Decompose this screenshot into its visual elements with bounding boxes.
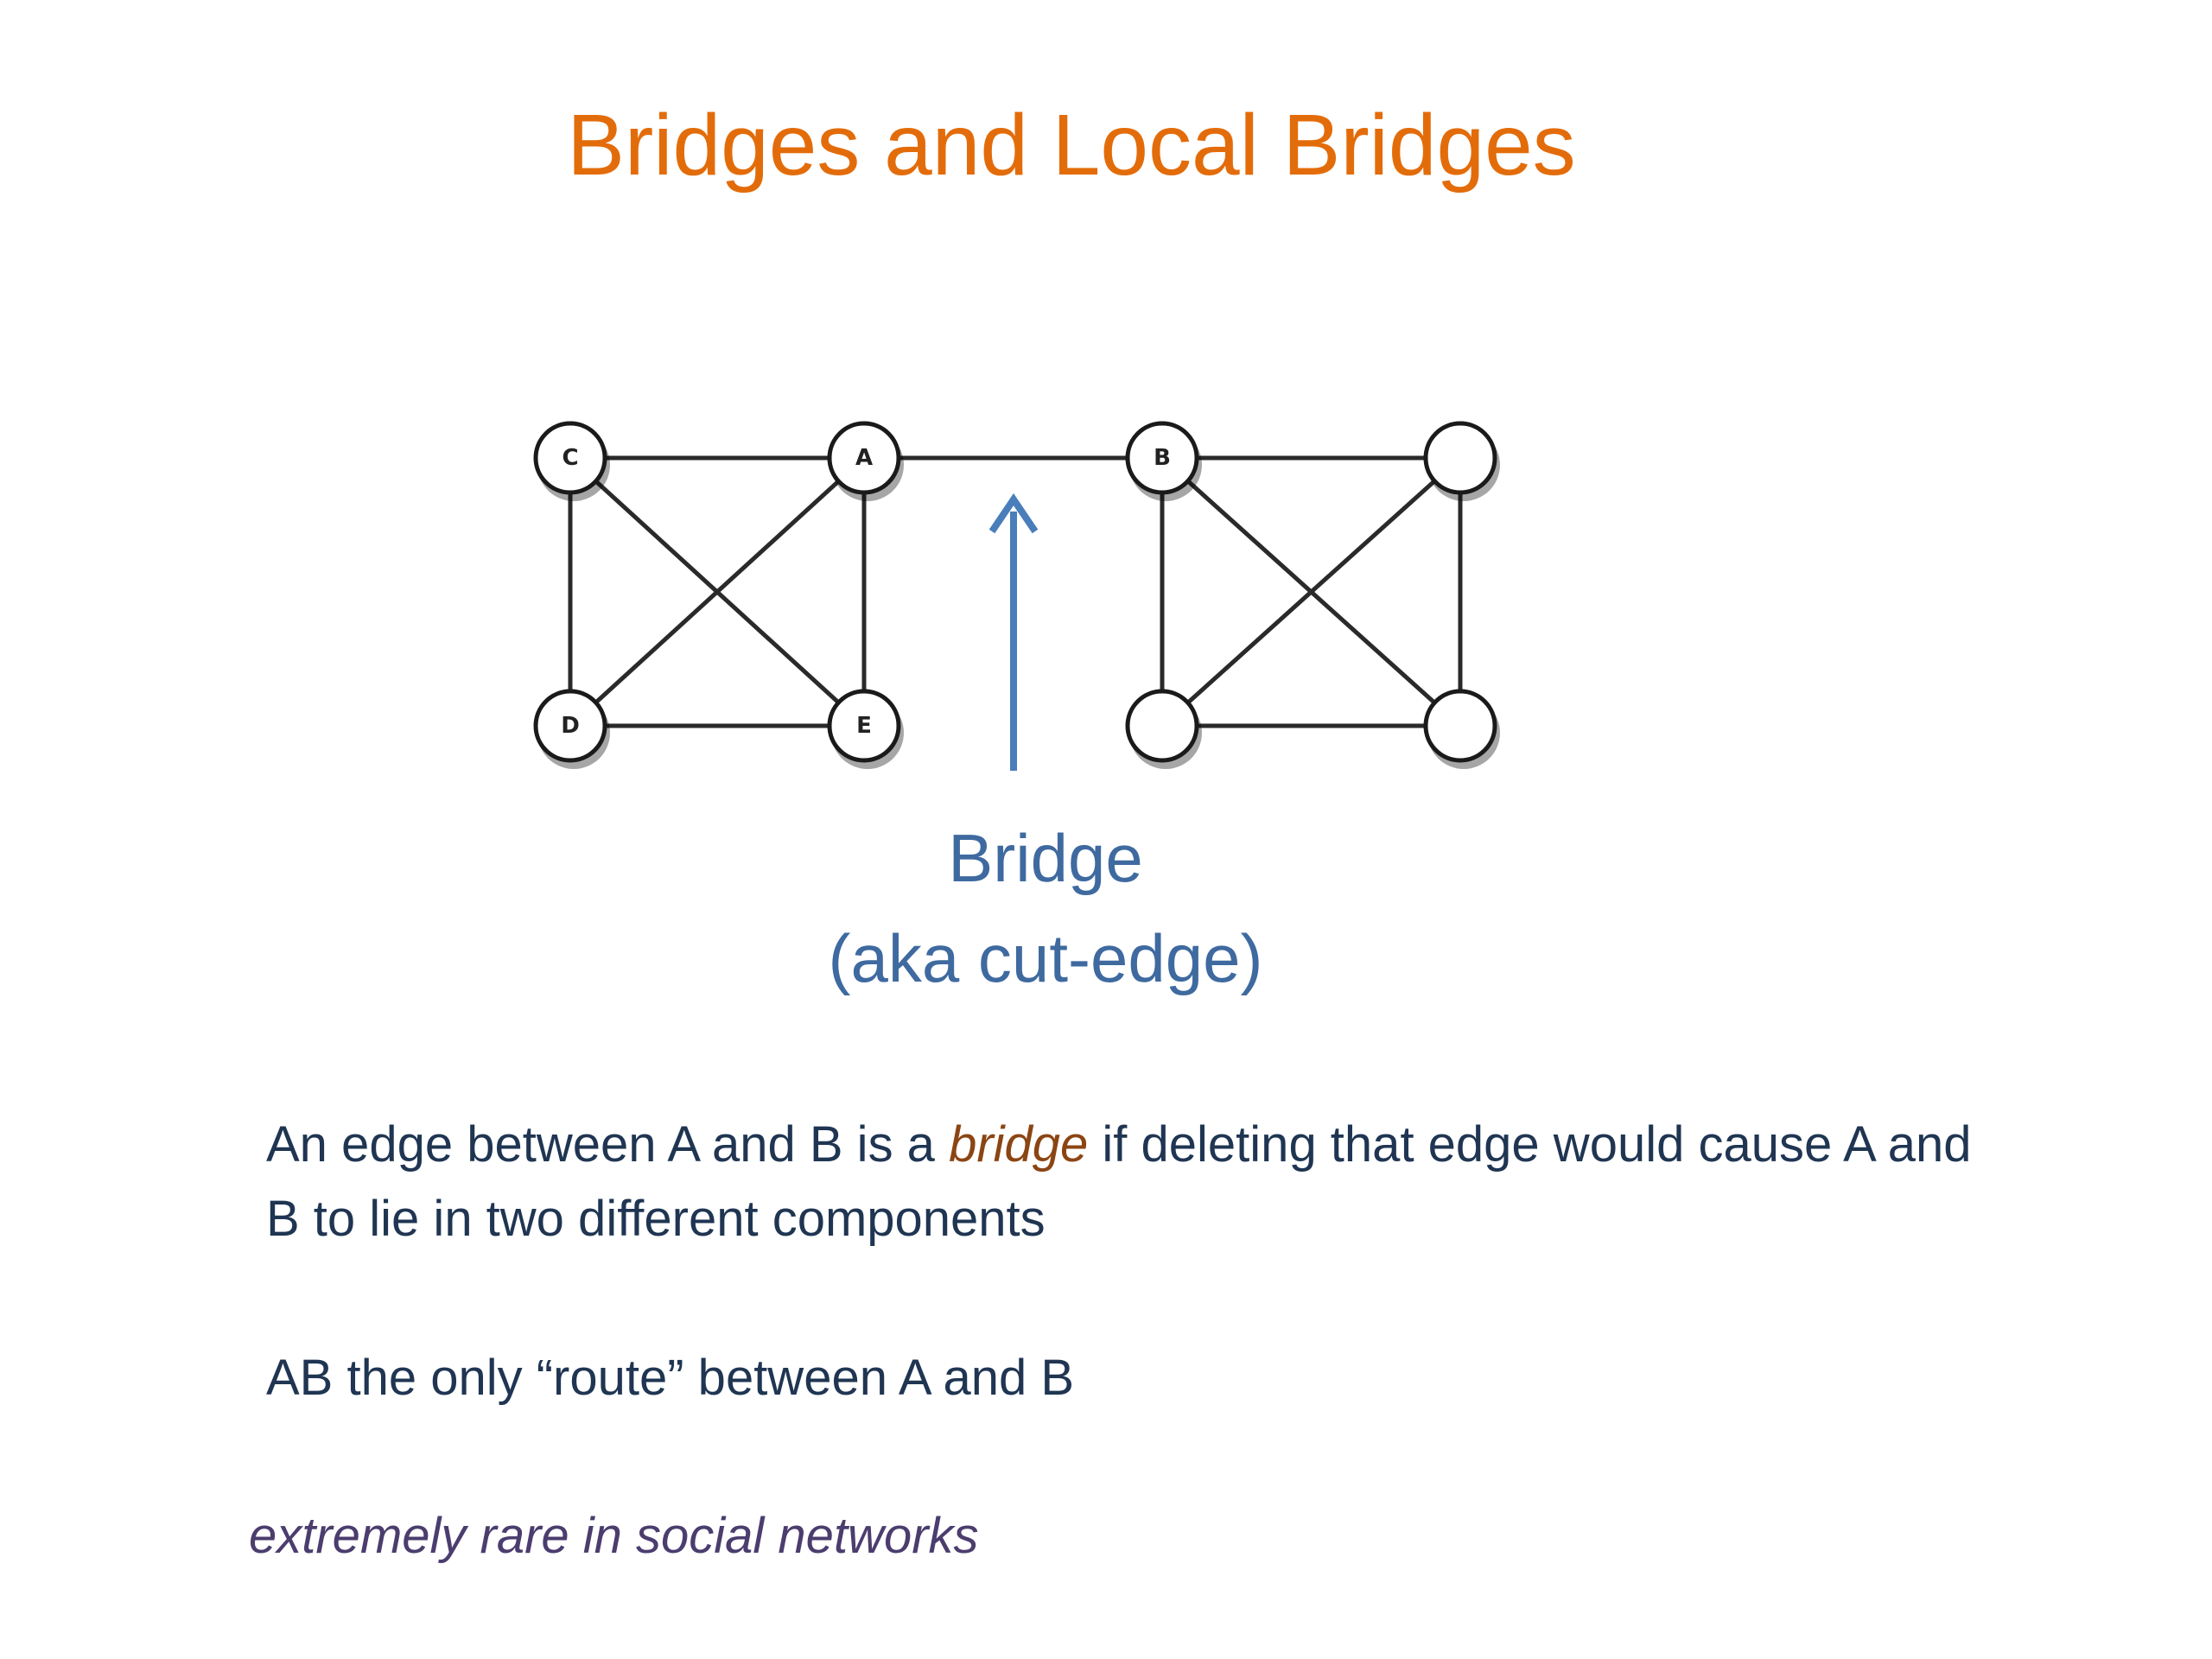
slide-title: Bridges and Local Bridges [567, 97, 1576, 194]
definition-text-start: An edge between A and B is a [266, 1116, 950, 1173]
node-label: B [1154, 445, 1171, 471]
node-B: B [1125, 421, 1202, 501]
rarity-note: extremely rare in social networks [249, 1508, 979, 1564]
node-label: C [562, 445, 578, 471]
node-label: A [855, 445, 873, 471]
node-circle [1125, 421, 1199, 495]
definition-text-end: if deleting that edge would cause A and … [266, 1116, 1972, 1247]
graph-edges [568, 455, 1463, 728]
node-circle [827, 421, 901, 495]
definition-emphasis: bridge [949, 1116, 1089, 1173]
node-circle [827, 689, 901, 763]
node-label: D [561, 713, 580, 739]
graph-nodes: C A D E B [533, 421, 1500, 769]
bridge-annotation: Bridge (aka cut-edge) [760, 808, 1331, 1008]
node-circle [1423, 689, 1497, 763]
node-D: D [533, 689, 610, 769]
node-circle [533, 689, 607, 763]
node-R1 [1423, 421, 1500, 501]
node-E: E [827, 689, 904, 769]
node-C: C [533, 421, 610, 501]
edge-R1-R2 [1160, 456, 1462, 728]
bridge-pointer-arrow [988, 493, 1039, 771]
arrow-head [988, 493, 1039, 534]
node-R2 [1125, 689, 1202, 769]
route-statement: AB the only “route” between A and B [266, 1350, 1075, 1406]
bridge-label: Bridge [948, 820, 1143, 896]
node-label: E [856, 713, 872, 739]
node-circle [533, 421, 607, 495]
node-R3 [1423, 689, 1500, 769]
node-circle [1125, 689, 1199, 763]
node-circle [1423, 421, 1497, 495]
edge-A-D [569, 456, 866, 728]
bridge-definition: An edge between A and B is a bridge if d… [266, 1108, 1994, 1256]
bridge-alias-label: (aka cut-edge) [828, 920, 1263, 996]
node-A: A [827, 421, 904, 501]
